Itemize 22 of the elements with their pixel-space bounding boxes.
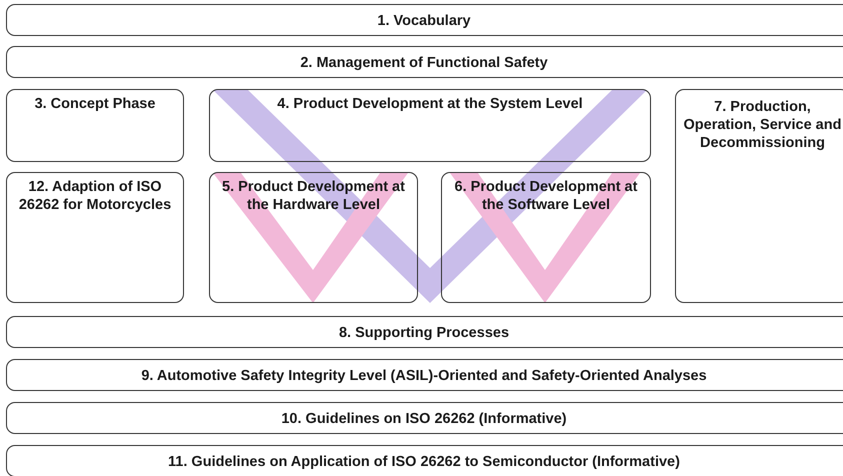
section-box bbox=[6, 46, 843, 78]
section-title: 6. Product Development at the Software Level bbox=[454, 178, 638, 214]
section-title: 10. Guidelines on ISO 26262 (Informative) bbox=[280, 410, 568, 428]
section-title: 2. Management of Functional Safety bbox=[299, 54, 549, 72]
section-box bbox=[6, 359, 843, 391]
section-title: 4. Product Development at the System Level bbox=[276, 95, 584, 113]
section-box bbox=[6, 402, 843, 434]
section-title: 1. Vocabulary bbox=[376, 12, 472, 30]
section-box bbox=[6, 89, 184, 162]
section-title: 3. Concept Phase bbox=[34, 95, 156, 113]
section-title: 5. Product Development at the Hardware Level bbox=[221, 178, 406, 214]
section-box bbox=[6, 316, 843, 348]
section-title: 9. Automotive Safety Integrity Level (ASIL)-Oriented and Safety-Oriented Analyses bbox=[140, 367, 708, 385]
section-box bbox=[6, 172, 184, 303]
section-title: 8. Supporting Processes bbox=[338, 324, 510, 342]
section-box bbox=[209, 89, 651, 162]
section-title: 11. Guidelines on Application of ISO 26262 to Semiconductor (Informative) bbox=[167, 453, 681, 471]
section-box bbox=[6, 445, 843, 476]
section-box bbox=[6, 4, 843, 36]
section-title: 7. Production, Operation, Service and Decommissioning bbox=[682, 98, 842, 152]
section-box bbox=[675, 89, 843, 303]
section-title: 12. Adaption of ISO 26262 for Motorcycles bbox=[18, 178, 172, 214]
